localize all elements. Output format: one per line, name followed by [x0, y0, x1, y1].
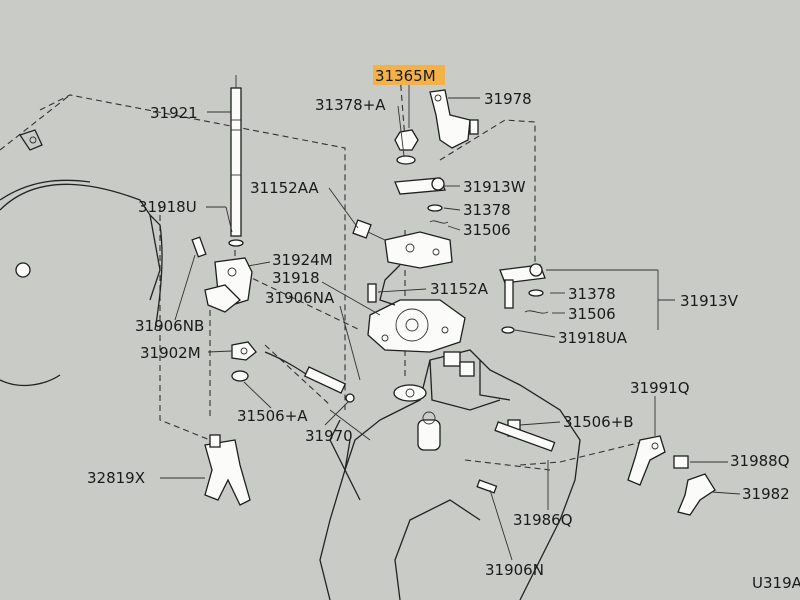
label-31921: 31921 [150, 104, 198, 122]
lever-assembly-31924M [191, 236, 253, 313]
label-31918UA: 31918UA [558, 329, 628, 347]
part-labels: 31365M 31378+A 31978 31921 31152AA 31913… [87, 67, 800, 592]
label-31970: 31970 [305, 427, 353, 445]
label-31906N: 31906N [485, 561, 544, 579]
label-31506A: 31506+A [237, 407, 308, 425]
transmission-case-left [0, 129, 163, 387]
shift-rod-31921 [228, 75, 244, 247]
label-31365M: 31365M [375, 67, 436, 85]
lever-31991Q [627, 435, 716, 516]
label-31152AA: 31152AA [250, 179, 319, 197]
link-31913W [394, 177, 449, 224]
highlight-31365M [373, 65, 445, 85]
link-31913V [499, 263, 549, 334]
label-31918: 31918 [272, 269, 320, 287]
label-31982: 31982 [742, 485, 790, 503]
label-31506: 31506 [463, 221, 511, 239]
label-31913V: 31913V [680, 292, 739, 310]
dashed-outlines [0, 74, 651, 471]
label-31988Q: 31988Q [730, 452, 790, 470]
clip-31506A [231, 370, 249, 382]
diagram-id-label: U319A [752, 574, 800, 592]
label-31924M: 31924M [272, 251, 333, 269]
bracket-31152AA [352, 219, 453, 306]
shift-fork-32819X [204, 434, 251, 506]
label-31902M: 31902M [140, 344, 201, 362]
case-bolt-head [15, 262, 31, 278]
label-32819X: 32819X [87, 469, 145, 487]
transmission-case-right [319, 349, 581, 600]
shaft-31986Q [476, 421, 556, 494]
label-31986Q: 31986Q [513, 511, 573, 529]
label-31991Q: 31991Q [630, 379, 690, 397]
label-31152A: 31152A [430, 280, 489, 298]
lever-31978 [429, 89, 479, 149]
label-31913W: 31913W [463, 178, 526, 196]
label-31506-right: 31506 [568, 305, 616, 323]
label-31378A: 31378+A [315, 96, 386, 114]
switch-assembly-31918 [367, 283, 466, 402]
washer-31902M [231, 341, 257, 361]
label-31506B: 31506+B [563, 413, 634, 431]
nut-31365M [373, 65, 445, 165]
label-31378: 31378 [463, 201, 511, 219]
leader-lines [160, 85, 741, 561]
label-31378-right: 31378 [568, 285, 616, 303]
label-31906NA: 31906NA [265, 289, 335, 307]
label-31906NB: 31906NB [135, 317, 204, 335]
label-31918U: 31918U [138, 198, 197, 216]
cable-31970 [264, 351, 355, 403]
label-31978: 31978 [484, 90, 532, 108]
